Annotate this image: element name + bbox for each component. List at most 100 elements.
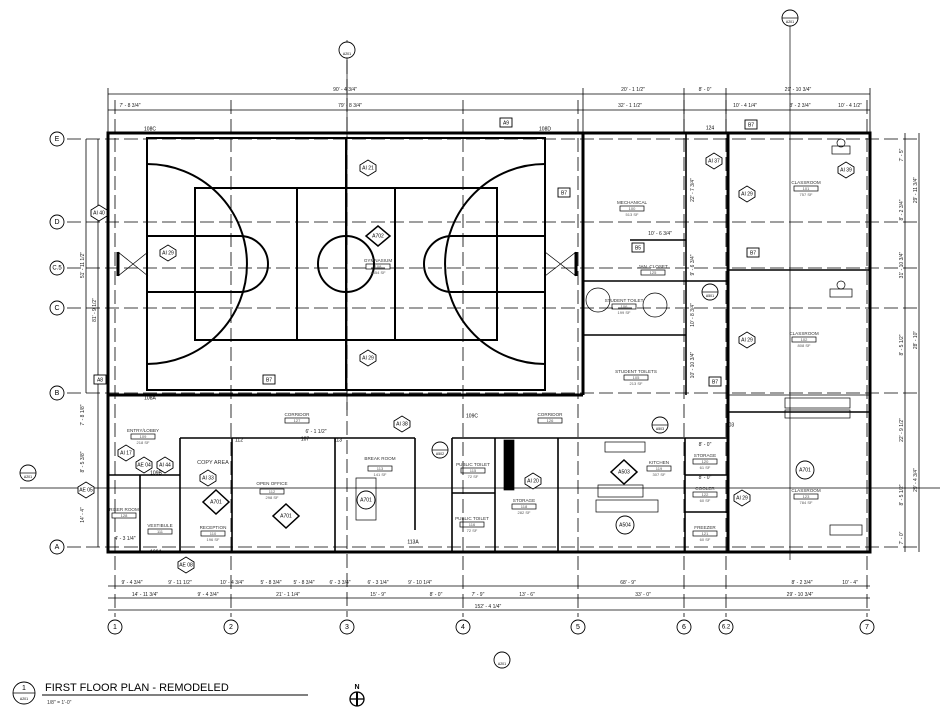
section-marker: A201 bbox=[781, 9, 799, 27]
svg-text:808 SF: 808 SF bbox=[798, 343, 811, 348]
dim-inner: 10' - 10 3/4" bbox=[690, 351, 696, 378]
grid-label: 5 bbox=[576, 624, 580, 631]
svg-text:A504: A504 bbox=[619, 522, 631, 528]
grid-label: 4 bbox=[461, 624, 465, 631]
svg-text:115: 115 bbox=[470, 468, 477, 473]
svg-text:112: 112 bbox=[235, 437, 243, 443]
svg-text:A701: A701 bbox=[210, 499, 222, 505]
wall-type-tag: B7 bbox=[262, 374, 276, 385]
elevation-marker: A702 bbox=[364, 225, 392, 247]
dim-right: 8' - 2 3/4" bbox=[899, 199, 905, 220]
svg-text:COOLER: COOLER bbox=[695, 486, 715, 491]
svg-text:CLASSROOM: CLASSROOM bbox=[791, 488, 821, 493]
elevation-marker: A701 bbox=[201, 488, 231, 516]
wall-type-tag: B5 bbox=[631, 242, 645, 253]
svg-text:AE 04: AE 04 bbox=[137, 462, 151, 468]
svg-text:213 SF: 213 SF bbox=[630, 381, 643, 386]
dim-inner: 22' - 7 3/4" bbox=[690, 178, 696, 202]
svg-text:CORRIDOR: CORRIDOR bbox=[537, 412, 563, 417]
svg-text:126: 126 bbox=[547, 418, 554, 423]
svg-text:122: 122 bbox=[702, 492, 709, 497]
svg-text:B7: B7 bbox=[748, 122, 754, 128]
section-marker: A503 bbox=[651, 416, 669, 434]
drawing-title: FIRST FLOOR PLAN - REMODELED bbox=[45, 682, 229, 694]
svg-text:MECHANICAL: MECHANICAL bbox=[617, 200, 648, 205]
dim-right: 28' - 10" bbox=[913, 331, 919, 350]
svg-text:121: 121 bbox=[702, 531, 709, 536]
svg-text:125: 125 bbox=[650, 270, 657, 275]
svg-text:113: 113 bbox=[334, 437, 342, 443]
svg-text:108: 108 bbox=[375, 264, 382, 269]
svg-text:PUBLIC TOILET: PUBLIC TOILET bbox=[456, 462, 490, 467]
svg-text:B7: B7 bbox=[266, 377, 272, 383]
svg-text:118: 118 bbox=[521, 504, 528, 509]
svg-text:A8: A8 bbox=[97, 377, 103, 383]
elevation-marker: A701 bbox=[795, 460, 815, 480]
svg-text:100: 100 bbox=[629, 206, 636, 211]
svg-text:AI 38: AI 38 bbox=[396, 421, 408, 427]
svg-text:109: 109 bbox=[140, 434, 147, 439]
svg-text:4854 SF: 4854 SF bbox=[370, 270, 386, 275]
grid-label: C bbox=[54, 305, 59, 312]
dim-bottom: 6' - 3 3/4" bbox=[329, 580, 350, 586]
svg-text:STORAGE: STORAGE bbox=[694, 453, 716, 458]
svg-text:784 SF: 784 SF bbox=[800, 500, 813, 505]
svg-text:FREEZER: FREEZER bbox=[694, 525, 716, 530]
dim-inner: 4' - 3 1/4" bbox=[114, 536, 135, 542]
grid-label: 7 bbox=[865, 624, 869, 631]
dim-right: 7' - 0" bbox=[899, 531, 905, 544]
svg-text:101: 101 bbox=[803, 186, 810, 191]
svg-text:B7: B7 bbox=[561, 190, 567, 196]
top-dimensions: 90' - 4 3/4" 20' - 1 1/2" 8' - 0" 29' - … bbox=[107, 87, 871, 133]
svg-text:AI 29: AI 29 bbox=[736, 495, 748, 501]
svg-text:A201: A201 bbox=[343, 52, 351, 56]
svg-text:111: 111 bbox=[157, 529, 164, 534]
dim-bottom: 21' - 1 1/4" bbox=[276, 592, 300, 598]
dim-inner: 8' - 0" bbox=[699, 475, 712, 481]
grid-bubbles-columns: 1 2 3 4 5 6 6.2 7 bbox=[107, 619, 875, 635]
north-label: N bbox=[354, 684, 359, 691]
svg-text:GYMNASIUM: GYMNASIUM bbox=[364, 258, 393, 263]
svg-text:STUDENT TOILET: STUDENT TOILET bbox=[605, 298, 644, 303]
svg-text:A201: A201 bbox=[498, 662, 506, 666]
svg-text:298 SF: 298 SF bbox=[266, 495, 279, 500]
keynote-tag: AI 29 bbox=[159, 244, 177, 262]
dim-inner: 9' - 6 3/4" bbox=[690, 254, 696, 275]
svg-text:AI 21: AI 21 bbox=[362, 165, 374, 171]
dim-right: 29' - 11 3/4" bbox=[913, 177, 919, 203]
dim-bottom: 5' - 8 3/4" bbox=[260, 580, 281, 586]
dim-bottom-overall: 152' - 4 1/4" bbox=[475, 604, 502, 610]
bottom-dimensions: 9' - 4 3/4" 9' - 11 1/2" 10' - 4 3/4" 5'… bbox=[108, 580, 870, 611]
drawing-scale: 1/8" = 1'-0" bbox=[47, 700, 72, 706]
svg-text:RECEPTION: RECEPTION bbox=[200, 525, 227, 530]
svg-text:STUDENT TOILETS: STUDENT TOILETS bbox=[615, 369, 657, 374]
keynote-tag: AI 17 bbox=[117, 444, 135, 462]
svg-text:757 SF: 757 SF bbox=[800, 192, 813, 197]
section-marker: A201 bbox=[338, 41, 356, 59]
fixtures bbox=[355, 138, 863, 536]
dim-right: 29' - 4 3/4" bbox=[913, 468, 919, 492]
svg-text:120: 120 bbox=[702, 459, 709, 464]
dim-left: 51' - 11 1/2" bbox=[80, 252, 86, 278]
svg-text:102: 102 bbox=[801, 337, 808, 342]
dim-inner: 6' - 1 1/2" bbox=[305, 429, 326, 435]
svg-text:AI 29: AI 29 bbox=[741, 191, 753, 197]
grid-label: 6 bbox=[682, 624, 686, 631]
svg-text:218 SF: 218 SF bbox=[137, 440, 150, 445]
section-marker: A201 bbox=[493, 651, 511, 669]
svg-text:A503: A503 bbox=[618, 469, 630, 475]
inner-dimensions: 10' - 6 3/4" 22' - 7 3/4" 9' - 6 3/4" 10… bbox=[114, 178, 711, 542]
svg-text:AI 37: AI 37 bbox=[708, 158, 720, 164]
grid-label: A bbox=[55, 544, 60, 551]
grid-bubbles-rows: E D C.5 C B A bbox=[49, 131, 65, 555]
basketball-court bbox=[116, 137, 578, 391]
dim-right: 8' - 5 1/2" bbox=[899, 484, 905, 505]
